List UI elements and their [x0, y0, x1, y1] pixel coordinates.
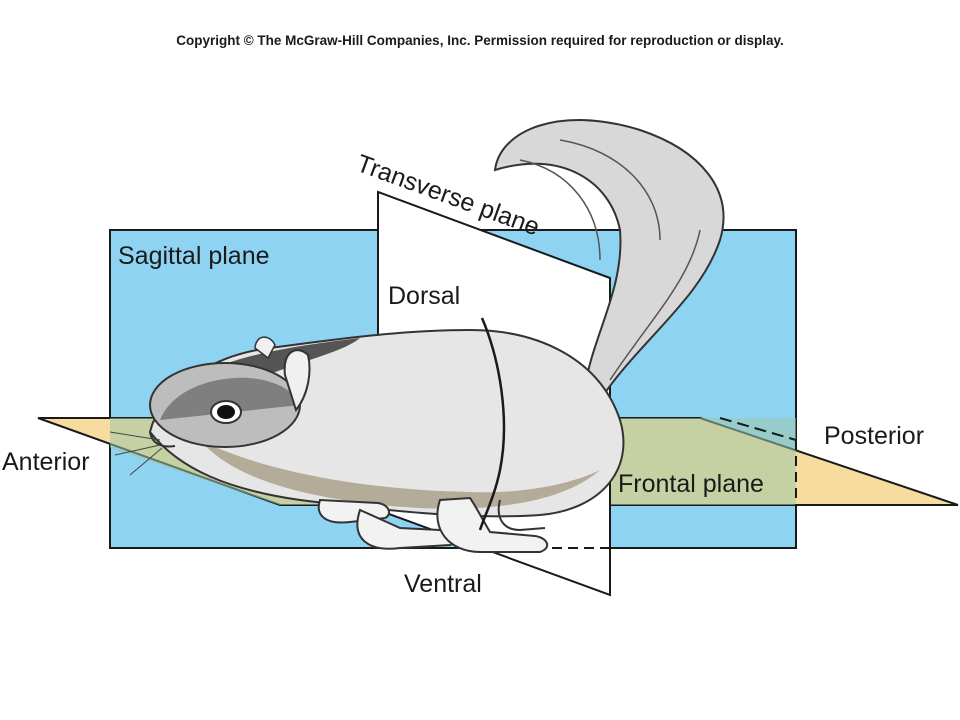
squirrel-illustration [109, 119, 725, 553]
label-dorsal: Dorsal [388, 282, 460, 310]
transverse-cut-line [478, 317, 506, 531]
label-anterior: Anterior [2, 448, 90, 476]
label-frontal-plane: Frontal plane [618, 470, 764, 498]
label-sagittal-plane: Sagittal plane [118, 242, 270, 270]
copyright-notice: Copyright © The McGraw-Hill Companies, I… [176, 33, 784, 48]
squirrel-tail [493, 119, 725, 402]
label-ventral: Ventral [404, 570, 482, 598]
dashed-edge-frontal-rear [719, 417, 797, 441]
label-posterior: Posterior [824, 422, 924, 450]
squirrel-ear [283, 349, 311, 413]
squirrel-hind-leg [436, 496, 549, 553]
